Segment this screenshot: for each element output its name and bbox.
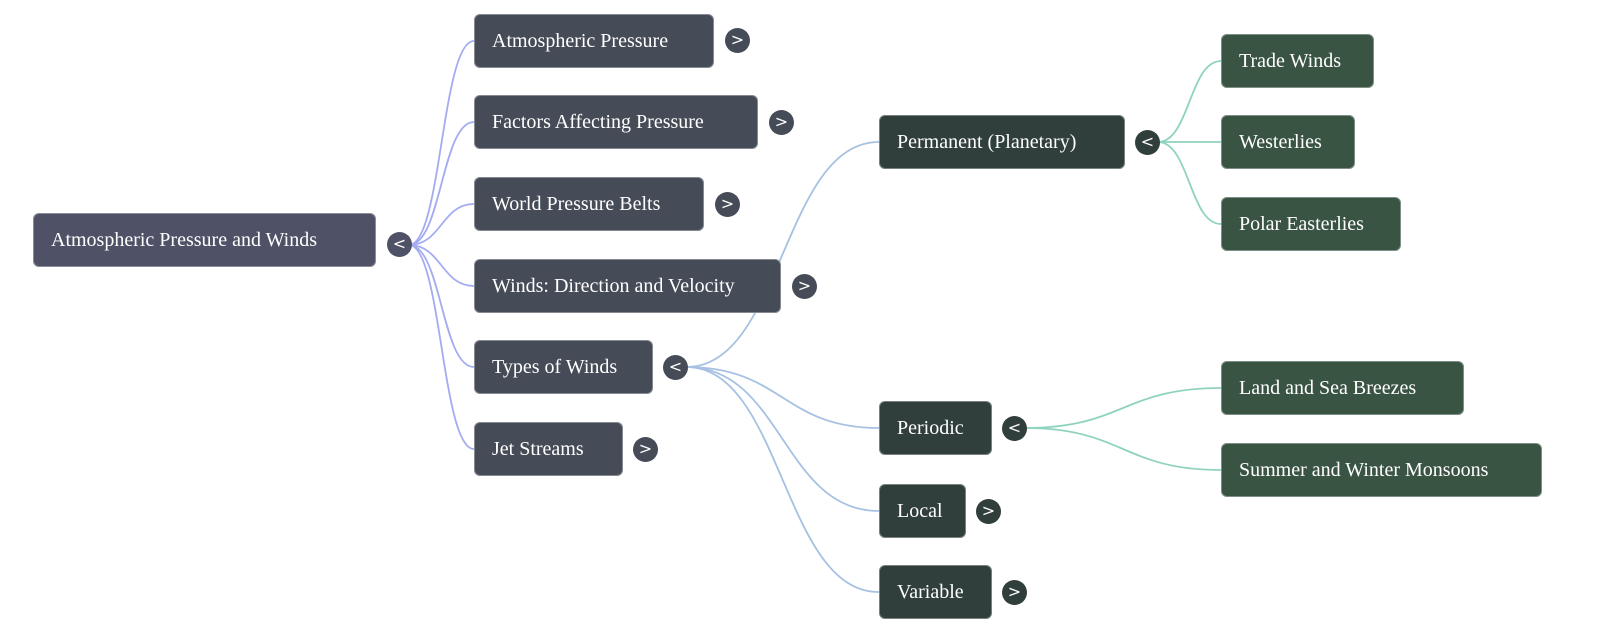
collapse-toggle-icon[interactable]: < (387, 232, 412, 257)
edge-permanent-child (1157, 141, 1222, 225)
edge-root-branch (408, 40, 475, 246)
collapse-toggle-icon[interactable]: < (663, 355, 688, 380)
edge-types-child (685, 366, 880, 429)
edge-types-child (685, 141, 880, 368)
edge-periodic-child (1024, 427, 1222, 471)
node-westerlies[interactable]: Westerlies (1221, 115, 1355, 169)
edge-root-branch (408, 121, 475, 246)
expand-toggle-icon[interactable]: > (1002, 580, 1027, 605)
expand-toggle-icon[interactable]: > (715, 192, 740, 217)
node-types-of-winds[interactable]: Types of Winds (474, 340, 653, 394)
node-local[interactable]: Local (879, 484, 966, 538)
node-variable[interactable]: Variable (879, 565, 992, 619)
node-trade-winds[interactable]: Trade Winds (1221, 34, 1374, 88)
expand-toggle-icon[interactable]: > (976, 499, 1001, 524)
node-atmospheric-pressure[interactable]: Atmospheric Pressure (474, 14, 714, 68)
node-jet-streams[interactable]: Jet Streams (474, 422, 623, 476)
edge-root-branch (408, 203, 475, 246)
expand-toggle-icon[interactable]: > (792, 274, 817, 299)
edge-root-branch (408, 244, 475, 368)
node-winds-direction-velocity[interactable]: Winds: Direction and Velocity (474, 259, 781, 313)
node-permanent-planetary[interactable]: Permanent (Planetary) (879, 115, 1125, 169)
edge-root-branch (408, 244, 475, 287)
expand-toggle-icon[interactable]: > (769, 110, 794, 135)
edge-types-child (685, 366, 880, 512)
root-node[interactable]: Atmospheric Pressure and Winds (33, 213, 376, 267)
edge-permanent-child (1157, 60, 1222, 143)
expand-toggle-icon[interactable]: > (633, 437, 658, 462)
node-polar-easterlies[interactable]: Polar Easterlies (1221, 197, 1401, 251)
collapse-toggle-icon[interactable]: < (1135, 130, 1160, 155)
expand-toggle-icon[interactable]: > (725, 28, 750, 53)
edge-types-child (685, 366, 880, 593)
collapse-toggle-icon[interactable]: < (1002, 416, 1027, 441)
node-periodic[interactable]: Periodic (879, 401, 992, 455)
edge-periodic-child (1024, 387, 1222, 429)
node-world-pressure-belts[interactable]: World Pressure Belts (474, 177, 704, 231)
node-factors-affecting-pressure[interactable]: Factors Affecting Pressure (474, 95, 758, 149)
node-summer-winter-monsoons[interactable]: Summer and Winter Monsoons (1221, 443, 1542, 497)
edge-root-branch (408, 244, 475, 450)
node-land-sea-breezes[interactable]: Land and Sea Breezes (1221, 361, 1464, 415)
